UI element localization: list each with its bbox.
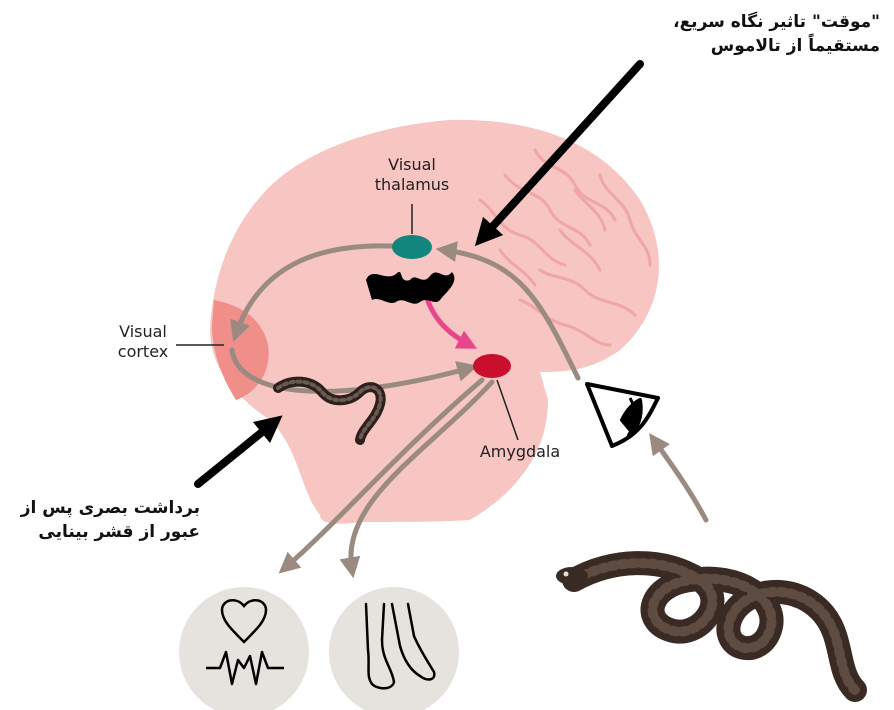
legs-icon <box>329 587 459 710</box>
visual-cortex-label-line1: Visual <box>108 322 178 342</box>
visual-thalamus-node <box>392 235 432 259</box>
visual-cortex-label: Visual cortex <box>108 322 178 362</box>
heart-rate-icon <box>179 587 309 710</box>
slow-route-arrow <box>198 424 272 484</box>
fast-route-annotation: "موقت" تاثیر نگاه سریع، مستقیماً از تالا… <box>673 10 880 58</box>
fast-route-line2: مستقیماً از تالاموس <box>673 34 880 58</box>
snake-icon <box>556 563 855 690</box>
visual-thalamus-label-line1: Visual <box>370 155 454 175</box>
fast-route-line1: "موقت" تاثیر نگاه سریع، <box>673 10 880 34</box>
snake-to-eye-arrow <box>654 440 706 520</box>
amygdala-label: Amygdala <box>470 442 570 462</box>
visual-thalamus-label: Visual thalamus <box>370 155 454 195</box>
slow-route-annotation: برداشت بصری پس از عبور از قشر بینایی <box>4 496 200 544</box>
slow-route-line2: عبور از قشر بینایی <box>4 520 200 544</box>
visual-thalamus-label-line2: thalamus <box>370 175 454 195</box>
amygdala-node <box>473 354 511 378</box>
visual-cortex-label-line2: cortex <box>108 342 178 362</box>
eye-icon <box>587 384 658 446</box>
slow-route-line1: برداشت بصری پس از <box>4 496 200 520</box>
